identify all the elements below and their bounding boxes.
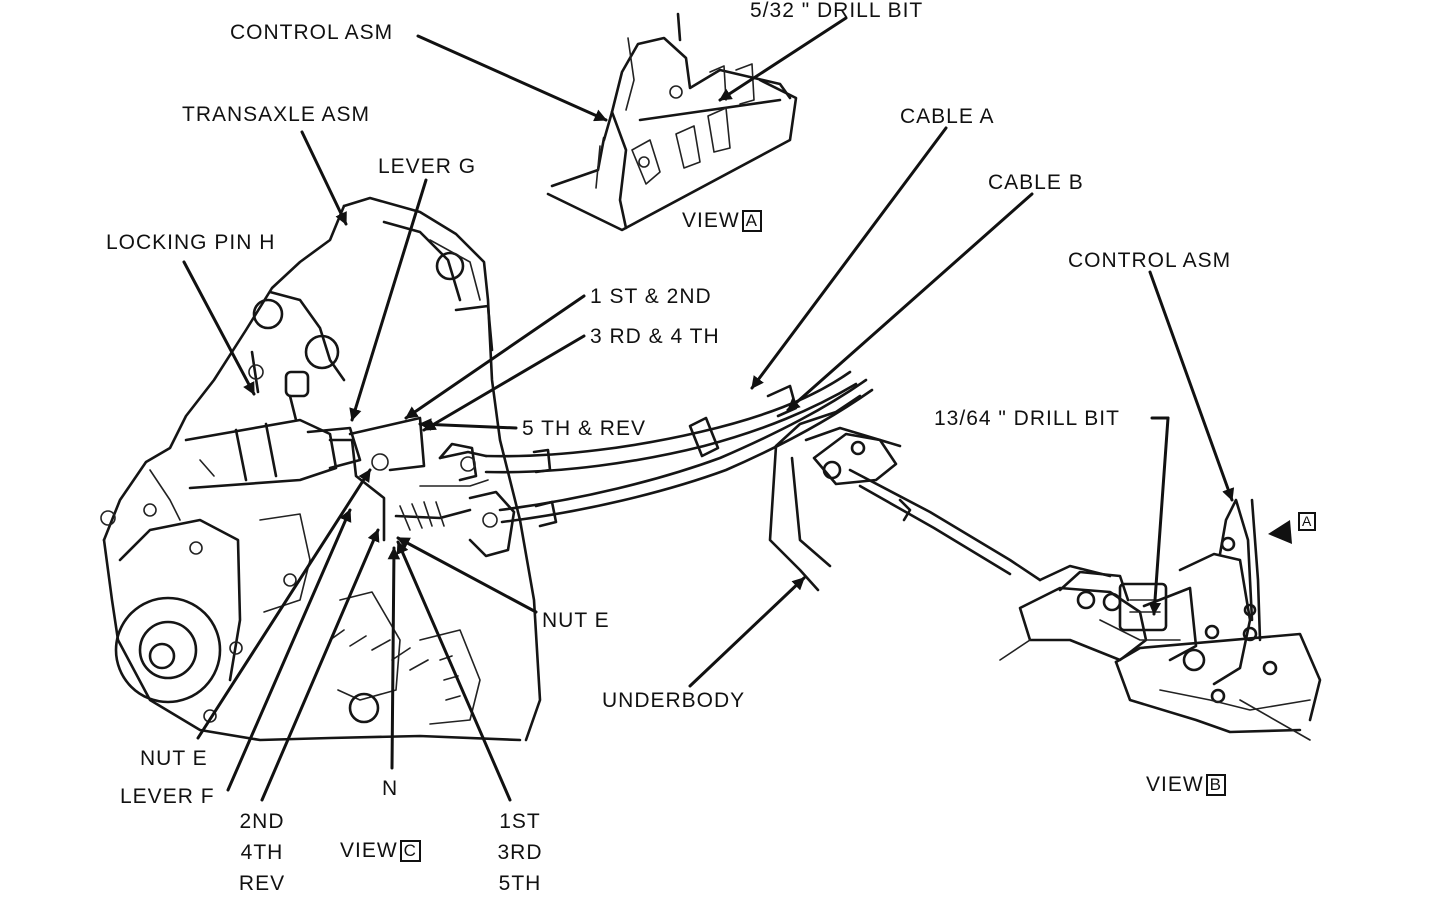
label-lever-f: LEVER F bbox=[120, 785, 215, 808]
label-underbody: UNDERBODY bbox=[602, 689, 746, 712]
label-transaxle-asm: TRANSAXLE ASM bbox=[182, 103, 371, 126]
underbody-panel-drawing bbox=[768, 394, 1042, 592]
view-b-control-asm-drawing bbox=[999, 498, 1322, 741]
gate-right-5th: 5TH bbox=[498, 872, 542, 895]
label-lever-g: LEVER G bbox=[378, 155, 477, 178]
label-nut-e-left: NUT E bbox=[140, 747, 208, 770]
gate-left-4th: 4TH bbox=[240, 841, 284, 864]
label-drill-bit-13-64: 13/64 " DRILL BIT bbox=[934, 407, 1120, 430]
view-a-letter-box: A bbox=[741, 210, 763, 232]
view-c-word: VIEW bbox=[340, 839, 398, 862]
gate-right-3rd: 3RD bbox=[497, 841, 543, 864]
callout-leaders bbox=[182, 16, 1235, 802]
label-cable-a: CABLE A bbox=[900, 105, 995, 128]
label-1st-2nd: 1 ST & 2ND bbox=[590, 285, 712, 308]
label-nut-e-right: NUT E bbox=[542, 609, 610, 632]
label-drill-bit-5-32: 5/32 " DRILL BIT bbox=[750, 0, 924, 22]
view-b-letter-box: B bbox=[1205, 774, 1227, 796]
label-neutral: N bbox=[382, 777, 399, 800]
gate-list-right: 1ST 3RD 5TH bbox=[490, 806, 550, 899]
gate-left-2nd: 2ND bbox=[239, 810, 285, 833]
view-c-letter-box: C bbox=[399, 840, 421, 862]
label-3rd-4th: 3 RD & 4 TH bbox=[590, 325, 720, 348]
view-b-word: VIEW bbox=[1146, 773, 1204, 796]
gate-list-left: 2ND 4TH REV bbox=[232, 806, 292, 899]
label-cable-b: CABLE B bbox=[988, 171, 1084, 194]
shift-cables-drawing bbox=[484, 370, 874, 528]
gate-right-1st: 1ST bbox=[499, 810, 541, 833]
label-locking-pin-h: LOCKING PIN H bbox=[106, 231, 276, 254]
arrow-tag-a-box: A bbox=[1298, 512, 1317, 531]
view-a-control-asm-drawing bbox=[546, 12, 798, 232]
arrow-tag-a: A bbox=[1296, 510, 1317, 531]
label-5th-rev: 5 TH & REV bbox=[522, 417, 646, 440]
view-a-word: VIEW bbox=[682, 209, 740, 232]
transaxle-drawing bbox=[100, 196, 542, 742]
gate-left-rev: REV bbox=[238, 872, 286, 895]
label-control-asm-top: CONTROL ASM bbox=[230, 21, 394, 44]
label-control-asm-right: CONTROL ASM bbox=[1068, 249, 1232, 272]
